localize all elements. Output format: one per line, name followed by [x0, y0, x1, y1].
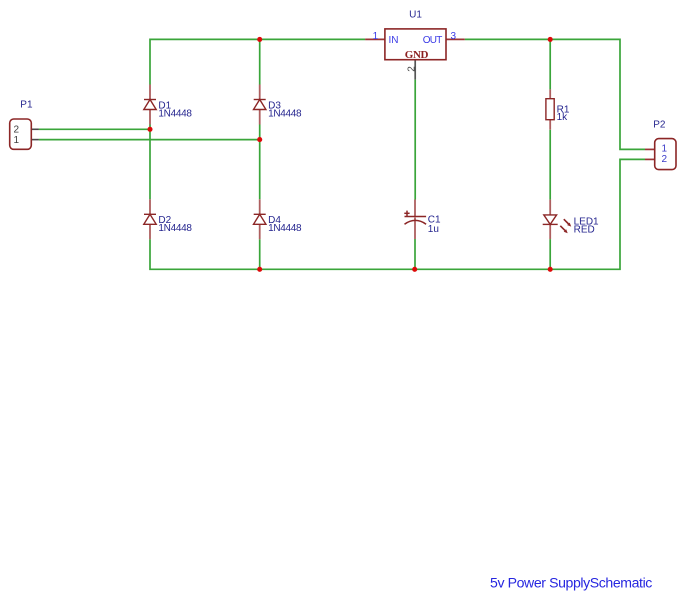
svg-text:1: 1 — [373, 31, 379, 42]
svg-text:D3: D3 — [268, 100, 281, 111]
svg-text:IN: IN — [389, 35, 399, 46]
svg-text:1N4448: 1N4448 — [268, 108, 302, 119]
svg-text:U1: U1 — [409, 10, 422, 21]
svg-text:R1: R1 — [557, 104, 570, 115]
svg-text:C1: C1 — [428, 215, 441, 226]
svg-text:LED1: LED1 — [574, 216, 599, 227]
svg-text:P1: P1 — [20, 99, 33, 110]
svg-text:2: 2 — [407, 66, 418, 72]
svg-text:OUT: OUT — [423, 35, 442, 46]
svg-text:P2: P2 — [653, 119, 666, 130]
svg-text:1N4448: 1N4448 — [158, 223, 192, 234]
svg-text:D2: D2 — [158, 215, 171, 226]
svg-text:D1: D1 — [158, 100, 171, 111]
svg-text:1k: 1k — [557, 112, 569, 123]
svg-text:D4: D4 — [268, 215, 281, 226]
svg-text:1: 1 — [662, 144, 668, 155]
svg-text:2: 2 — [662, 154, 668, 165]
svg-text:2: 2 — [14, 124, 20, 135]
svg-text:1N4448: 1N4448 — [268, 223, 302, 234]
svg-text:1: 1 — [14, 135, 20, 146]
svg-text:3: 3 — [451, 31, 457, 42]
svg-text:GND: GND — [405, 49, 429, 61]
svg-text:5v Power SupplySchematic: 5v Power SupplySchematic — [490, 575, 652, 591]
svg-text:1N4448: 1N4448 — [158, 108, 192, 119]
svg-text:1u: 1u — [428, 224, 439, 235]
svg-text:RED: RED — [574, 224, 595, 235]
